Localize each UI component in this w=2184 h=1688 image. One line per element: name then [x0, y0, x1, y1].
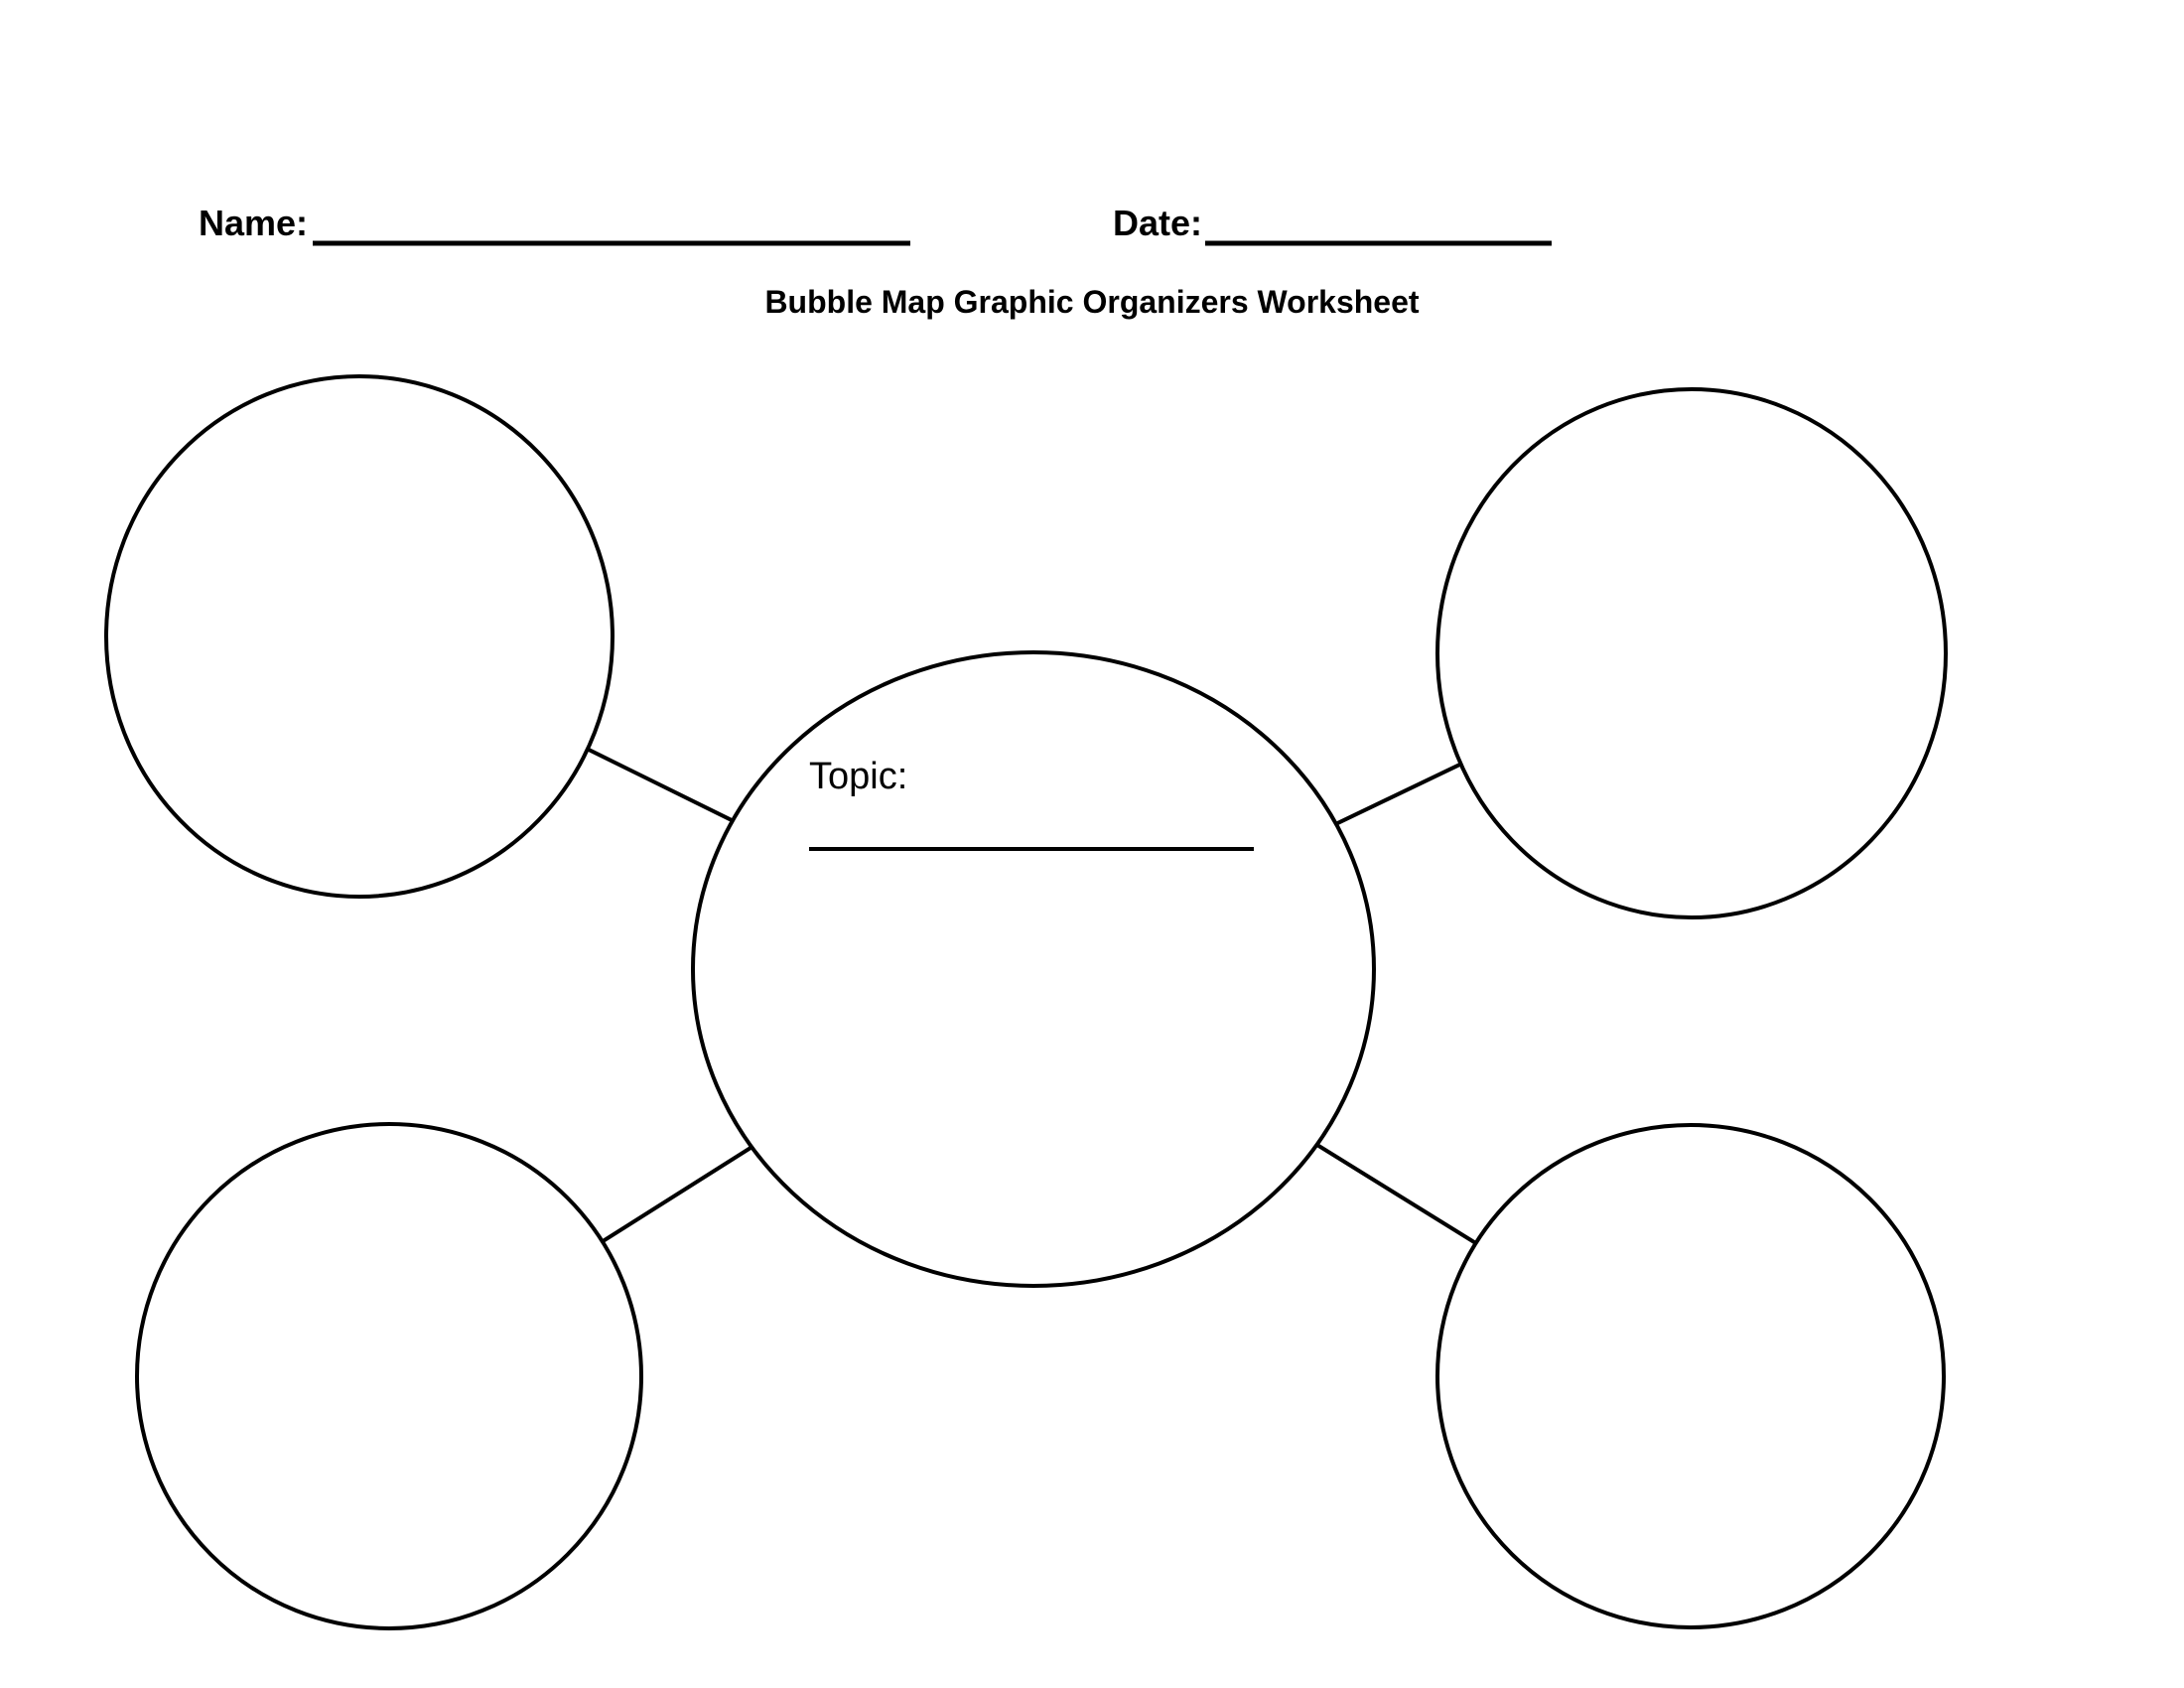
- bubble-bottom-left: [135, 1122, 643, 1630]
- topic-label: Topic:: [809, 756, 908, 797]
- date-label: Date:: [1113, 203, 1203, 243]
- center-topic-bubble: [691, 650, 1376, 1288]
- bubble-top-right: [1435, 387, 1948, 919]
- bubble-bottom-right: [1435, 1123, 1946, 1629]
- name-label: Name:: [199, 203, 309, 243]
- page-title: Bubble Map Graphic Organizers Worksheet: [764, 284, 1420, 320]
- bubble-top-left: [104, 374, 614, 899]
